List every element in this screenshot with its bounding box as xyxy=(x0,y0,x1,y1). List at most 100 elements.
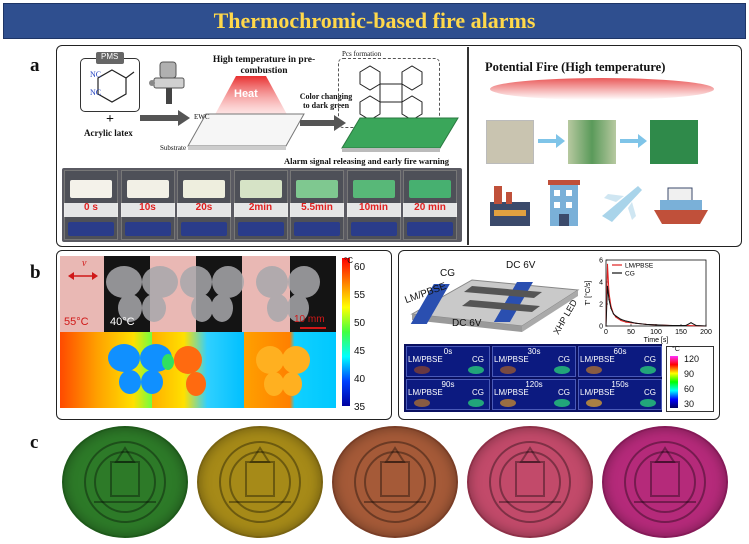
y-tick-label: 0 xyxy=(599,324,603,331)
arrow-icon-3 xyxy=(538,134,565,148)
grid-hotspot-b xyxy=(468,366,484,374)
grid-sample-a-label: LM/PBSE xyxy=(408,355,443,364)
grid-sample-b-label: CG xyxy=(644,388,656,397)
factory-icon xyxy=(490,186,530,226)
cbar2-tick-label: 60 xyxy=(684,384,695,394)
x-tick-label: 150 xyxy=(675,329,687,336)
temp-40-label: 40°C xyxy=(110,316,135,328)
timelapse-time-label: 0 s xyxy=(84,202,98,213)
data-point xyxy=(615,316,617,318)
timelapse-time-label: 10s xyxy=(139,202,156,213)
grid-sample-a-label: LM/PBSE xyxy=(580,355,615,364)
timelapse-band xyxy=(177,203,231,217)
legend-label: LM/PBSE xyxy=(625,263,654,270)
film-disc xyxy=(197,426,323,538)
acrylic-latex-label: Acrylic latex xyxy=(84,128,133,138)
panel-b-letter: b xyxy=(30,262,41,283)
timelapse-band xyxy=(290,203,344,217)
cbar2-tick-label: 120 xyxy=(684,354,700,364)
grid-hotspot-b xyxy=(640,399,656,407)
panel-c-letter: c xyxy=(30,432,39,453)
data-point xyxy=(605,325,607,327)
pms-tag xyxy=(96,52,124,64)
timelapse-band xyxy=(233,203,288,217)
timelapse-band xyxy=(403,203,457,217)
grid-time-label: 60s xyxy=(613,347,627,356)
butterfly-thermal xyxy=(108,344,310,396)
data-point xyxy=(705,325,707,327)
timelapse-band xyxy=(64,203,118,217)
plus-sign: + xyxy=(106,112,114,127)
grid-hotspot-b xyxy=(640,366,656,374)
timelapse-time-label: 2min xyxy=(248,202,273,213)
x-tick-label: 100 xyxy=(650,329,662,336)
grid-hotspot-a xyxy=(500,399,516,407)
square-dark xyxy=(650,120,698,164)
hotplate-base xyxy=(181,222,227,236)
grid-hotspot-a xyxy=(586,399,602,407)
data-point xyxy=(606,285,609,287)
nc-label-1: NC xyxy=(90,70,102,79)
grid-time-label: 90s xyxy=(441,380,455,389)
ewc-label: EWC xyxy=(194,113,210,121)
y-tick-label: 4 xyxy=(599,280,603,287)
timelapse-sample xyxy=(296,180,338,198)
grid-sample-b-label: CG xyxy=(472,388,484,397)
chart-frame xyxy=(605,259,707,327)
temp-55-label: 55°C xyxy=(64,316,89,328)
hotplate-base xyxy=(294,222,340,236)
double-arrow-icon xyxy=(68,272,98,280)
substrate-label: Substrate xyxy=(160,144,187,152)
square-pale xyxy=(486,120,534,164)
film-disc xyxy=(332,426,458,538)
timelapse-sample xyxy=(126,180,169,198)
hotplate-base xyxy=(407,222,453,236)
emblem-icon xyxy=(219,441,301,523)
timelapse-time-label: 20s xyxy=(195,202,213,213)
data-point xyxy=(608,299,610,301)
timelapse-sample xyxy=(239,180,282,198)
arrow-icon-2 xyxy=(300,115,346,131)
grid-time-label: 0s xyxy=(443,347,453,356)
data-point xyxy=(615,315,617,317)
cg-label: CG xyxy=(440,268,455,279)
timelapse-band xyxy=(346,203,401,217)
cbar-tick-label: 55 xyxy=(354,290,366,301)
y-tick-label: 2 xyxy=(599,302,603,309)
grid-time-label: 150s xyxy=(611,380,629,389)
film-disc xyxy=(467,426,593,538)
legend-label: CG xyxy=(625,271,635,278)
thermal-panel-1 xyxy=(60,332,152,408)
cbar2-tick-label: 90 xyxy=(684,369,695,379)
hotplate-base xyxy=(124,222,171,236)
grid-sample-b-label: CG xyxy=(472,355,484,364)
data-point xyxy=(655,324,657,326)
grid-hotspot-a xyxy=(586,366,602,374)
grid-hotspot-a xyxy=(414,399,430,407)
cbar-tick-label: 35 xyxy=(354,402,366,413)
film-disc xyxy=(62,426,188,538)
grid-hotspot-b xyxy=(554,366,570,374)
grid-hotspot-a xyxy=(500,366,516,374)
data-point xyxy=(690,322,692,324)
heat-band xyxy=(490,78,714,100)
data-point xyxy=(610,307,612,309)
timelapse-time-label: 10min xyxy=(359,202,388,213)
cbar2 xyxy=(670,356,678,408)
emblem-icon xyxy=(624,441,706,523)
grid-time-label: 120s xyxy=(525,380,543,389)
data-point xyxy=(685,324,687,327)
x-axis-label: Time [s] xyxy=(644,337,669,344)
y-axis-label: T' [°C/s] xyxy=(584,281,592,306)
arrow-icon-4 xyxy=(620,134,647,148)
grid-sample-a-label: LM/PBSE xyxy=(580,388,615,397)
data-point xyxy=(612,313,615,315)
pcs-label: Pcs formation xyxy=(342,50,382,58)
timelapse-sample xyxy=(70,180,112,198)
cbar-unit: °C xyxy=(344,256,353,265)
emblem-icon xyxy=(354,441,436,523)
cbar-tick-label: 45 xyxy=(354,346,366,357)
cbar2-tick-label: 30 xyxy=(684,399,695,409)
dc-label-1: DC 6V xyxy=(506,260,536,271)
grid-sample-b-label: CG xyxy=(558,388,570,397)
